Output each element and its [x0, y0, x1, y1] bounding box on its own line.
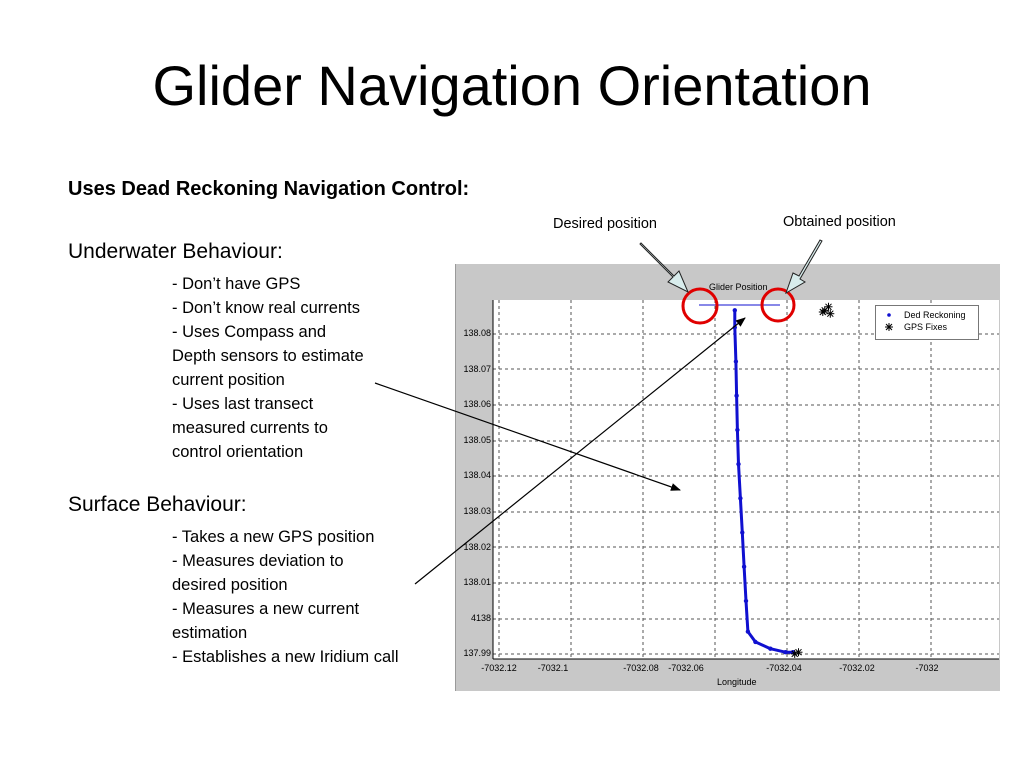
underwater-pointer-arrow	[374, 382, 681, 491]
dead-reckoning-point	[741, 564, 747, 569]
data-layer	[732, 302, 835, 658]
underwater-line: control orientation	[172, 443, 304, 461]
y-tick-label: 138.06	[463, 399, 491, 409]
surface-line: estimation	[172, 624, 248, 642]
y-tick-label: 4138	[470, 613, 491, 623]
x-tick-label: -7032.08	[623, 663, 659, 673]
underwater-line: - Don’t know real currents	[172, 299, 360, 317]
dead-reckoning-point	[735, 427, 740, 433]
x-tick-label: -7032.02	[839, 663, 875, 673]
desired-position-circle	[681, 287, 719, 325]
legend-gps-fixes: GPS Fixes	[904, 322, 948, 332]
dead-reckoning-point	[743, 598, 749, 604]
dead-reckoning-point	[733, 359, 739, 364]
x-tick-label: -7032.06	[668, 663, 704, 673]
desired-callout-arrow	[639, 242, 689, 294]
x-tick-label: -7032	[915, 663, 939, 673]
y-tick-label: 137.99	[463, 648, 491, 658]
x-tick-label: -7032.1	[537, 663, 569, 673]
underwater-list: - Don’t have GPS - Don’t know real curre…	[172, 272, 364, 464]
dead-reckoning-point	[738, 496, 743, 501]
underwater-line: - Uses Compass and	[172, 323, 327, 341]
legend-dead-reckoning: Ded Reckoning	[904, 310, 966, 320]
plot-title: Glider Position	[709, 282, 768, 292]
legend-markers	[885, 313, 893, 331]
slide-title: Glider Navigation Orientation	[152, 54, 872, 117]
legend-dot-icon	[887, 313, 891, 317]
underwater-heading: Underwater Behaviour:	[68, 240, 283, 263]
dead-reckoning-point	[753, 639, 758, 645]
dead-reckoning-point	[740, 530, 745, 535]
underwater-line: current position	[172, 371, 285, 389]
subtitle: Uses Dead Reckoning Navigation Control:	[68, 178, 470, 200]
obtained-position-circle	[760, 287, 796, 323]
plot-grid	[493, 300, 999, 659]
dead-reckoning-point	[734, 393, 739, 398]
dead-reckoning-point	[736, 461, 741, 467]
dead-reckoning-point	[783, 650, 788, 655]
underwater-line: measured currents to	[172, 419, 328, 437]
dead-reckoning-point	[745, 629, 751, 634]
obtained-callout-arrow	[785, 239, 823, 295]
surface-heading: Surface Behaviour:	[68, 493, 247, 516]
gps-fix-point	[826, 309, 835, 318]
y-tick-label: 138.03	[463, 506, 491, 516]
surface-pointer-arrow	[414, 317, 746, 585]
y-tick-label: 138.05	[463, 435, 491, 445]
dead-reckoning-point	[732, 308, 737, 313]
gps-fix-point	[824, 302, 833, 311]
dead-reckoning-point	[768, 646, 773, 651]
obtained-position-label: Obtained position	[783, 214, 896, 230]
x-tick-label: -7032.04	[766, 663, 802, 673]
dead-reckoning-track	[733, 310, 793, 654]
plot-legend: Ded Reckoning GPS Fixes	[875, 305, 979, 340]
x-axis-label: Longitude	[717, 677, 757, 687]
surface-line: - Establishes a new Iridium call	[172, 648, 399, 666]
y-tick-label: 138.04	[463, 470, 491, 480]
surface-line: - Takes a new GPS position	[172, 528, 375, 546]
surface-list: - Takes a new GPS position - Measures de…	[172, 525, 399, 669]
surface-line: - Measures deviation to	[172, 552, 344, 570]
underwater-line: - Uses last transect	[172, 395, 314, 413]
y-tick-label: 138.01	[463, 577, 491, 587]
x-tick-label: -7032.12	[481, 663, 517, 673]
y-tick-label: 138.07	[463, 364, 491, 374]
gps-fix-point	[818, 308, 827, 316]
desired-position-label: Desired position	[553, 216, 657, 232]
surface-line: desired position	[172, 576, 288, 594]
surface-line: - Measures a new current	[172, 600, 360, 618]
y-tick-label: 138.08	[463, 328, 491, 338]
legend-star-icon	[885, 323, 893, 331]
underwater-line: - Don’t have GPS	[172, 275, 301, 293]
y-tick-label: 138.02	[463, 542, 491, 552]
underwater-line: Depth sensors to estimate	[172, 347, 364, 365]
gps-fix-point	[794, 648, 803, 657]
